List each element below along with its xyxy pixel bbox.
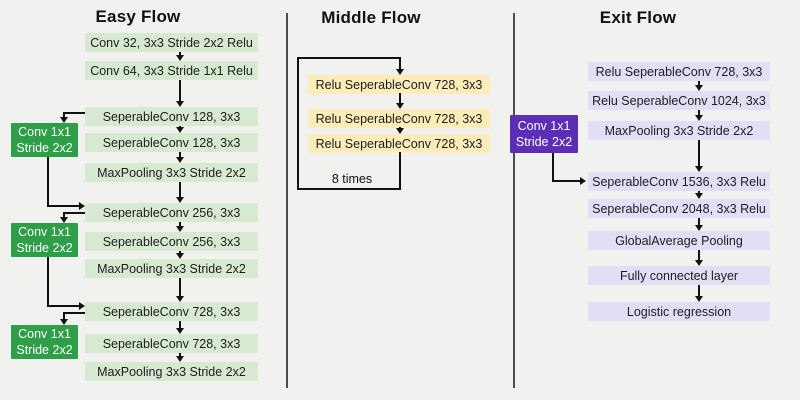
skip-conv-box-3: Conv 1x1 Stride 2x2	[11, 325, 78, 359]
flow-arrow	[179, 182, 181, 197]
skip-connection-line	[47, 205, 79, 207]
flow-arrow	[698, 250, 700, 260]
layer-box-sepconv128-2: SeperableConv 128, 3x3	[85, 133, 258, 152]
flow-arrow	[179, 126, 181, 127]
loop-line-top	[297, 57, 401, 59]
middle-layer-box-1: Relu SeperableConv 728, 3x3	[308, 75, 490, 94]
flow-arrow	[698, 81, 700, 85]
flow-arrowhead	[176, 328, 184, 334]
flow-arrow	[698, 218, 700, 225]
middle-layer-box-2: Relu SeperableConv 728, 3x3	[308, 109, 490, 128]
easy-flow-title: Easy Flow	[95, 7, 181, 26]
layer-box-sepconv728-2: SeperableConv 728, 3x3	[85, 334, 258, 353]
flow-arrow	[179, 222, 181, 226]
flow-arrowhead	[695, 115, 703, 121]
exit-layer-box-maxpool: MaxPooling 3x3 Stride 2x2	[588, 121, 770, 140]
skip-connection-arrowhead	[60, 217, 68, 223]
flow-arrow	[179, 52, 181, 55]
skip-connection-arrowhead	[79, 302, 85, 310]
exit-layer-box-fc: Fully connected layer	[588, 266, 770, 285]
loop-repeat-label: 8 times	[331, 172, 373, 186]
skip-connection-line	[63, 312, 85, 314]
flow-arrowhead	[176, 253, 184, 259]
layer-box-maxpool-2: MaxPooling 3x3 Stride 2x2	[85, 259, 258, 278]
exit-layer-box-sepconv728: Relu SeperableConv 728, 3x3	[588, 62, 770, 81]
skip-connection-line	[47, 305, 79, 307]
layer-box-sepconv728-1: SeperableConv 728, 3x3	[85, 302, 258, 321]
loop-entry-arrowhead	[396, 69, 404, 75]
skip-connection-arrowhead	[79, 202, 85, 210]
layer-box-conv32: Conv 32, 3x3 Stride 2x2 Relu	[85, 33, 258, 52]
flow-arrowhead	[695, 166, 703, 172]
layer-box-sepconv128-1: SeperableConv 128, 3x3	[85, 107, 258, 126]
skip-connection-arrowhead	[60, 319, 68, 325]
loop-line-left	[297, 57, 299, 190]
flow-arrow	[698, 191, 700, 193]
flow-arrow	[179, 152, 181, 157]
skip-conv-box-2: Conv 1x1 Stride 2x2	[11, 223, 78, 257]
layer-box-sepconv256-2: SeperableConv 256, 3x3	[85, 232, 258, 251]
column-divider-right	[513, 13, 515, 388]
flow-arrowhead	[695, 193, 703, 199]
skip-connection-line	[63, 212, 85, 214]
flow-arrowhead	[176, 101, 184, 107]
loop-line-return	[399, 152, 401, 190]
exit-layer-box-sepconv1024: Relu SeperableConv 1024, 3x3	[588, 91, 770, 110]
skip-conv-box-1: Conv 1x1 Stride 2x2	[11, 123, 78, 157]
flow-arrow	[179, 251, 181, 253]
flow-arrowhead	[176, 356, 184, 362]
middle-flow-title: Middle Flow	[321, 8, 421, 27]
skip-connection-line	[552, 153, 554, 182]
flow-arrow	[179, 321, 181, 328]
exit-layer-box-logistic: Logistic regression	[588, 302, 770, 321]
flow-arrowhead	[176, 55, 184, 61]
layer-box-maxpool-1: MaxPooling 3x3 Stride 2x2	[85, 163, 258, 182]
skip-connection-line	[47, 157, 49, 206]
skip-connection-line	[63, 112, 85, 114]
flow-arrowhead	[176, 226, 184, 232]
layer-box-maxpool-3: MaxPooling 3x3 Stride 2x2	[85, 362, 258, 381]
flow-arrow	[698, 140, 700, 166]
flow-arrowhead	[396, 128, 404, 134]
flow-arrow	[399, 127, 401, 128]
skip-connection-line	[63, 212, 65, 217]
column-divider-left	[286, 13, 288, 388]
flow-arrowhead	[695, 225, 703, 231]
flow-arrow	[698, 110, 700, 115]
exit-layer-box-sepconv2048: SeperableConv 2048, 3x3 Relu	[588, 199, 770, 218]
flow-arrowhead	[695, 296, 703, 302]
flow-arrow	[179, 278, 181, 296]
loop-line-bottom	[297, 188, 401, 190]
layer-box-sepconv256-1: SeperableConv 256, 3x3	[85, 203, 258, 222]
flow-arrowhead	[695, 85, 703, 91]
layer-box-conv64: Conv 64, 3x3 Stride 1x1 Relu	[85, 61, 258, 80]
skip-connection-arrowhead	[60, 117, 68, 123]
skip-connection-line	[552, 180, 580, 182]
flow-arrow	[179, 80, 181, 101]
skip-connection-arrowhead	[580, 177, 586, 185]
middle-layer-box-3: Relu SeperableConv 728, 3x3	[308, 134, 490, 153]
exit-layer-box-sepconv1536: SeperableConv 1536, 3x3 Relu	[588, 172, 770, 191]
exit-layer-box-globalavg: GlobalAverage Pooling	[588, 231, 770, 250]
flow-arrow	[399, 93, 401, 103]
flow-arrowhead	[396, 103, 404, 109]
skip-connection-line	[63, 312, 65, 319]
flow-arrow	[179, 353, 181, 356]
skip-connection-line	[47, 257, 49, 306]
flow-arrowhead	[176, 296, 184, 302]
exit-flow-title: Exit Flow	[599, 8, 677, 27]
flow-arrowhead	[176, 197, 184, 203]
exit-skip-conv-box: Conv 1x1 Stride 2x2	[510, 115, 578, 153]
flow-arrowhead	[695, 260, 703, 266]
loop-entry-arrow	[399, 57, 401, 69]
flow-arrow	[698, 285, 700, 296]
flow-arrowhead	[176, 127, 184, 133]
skip-connection-line	[63, 112, 65, 117]
flow-arrowhead	[176, 157, 184, 163]
